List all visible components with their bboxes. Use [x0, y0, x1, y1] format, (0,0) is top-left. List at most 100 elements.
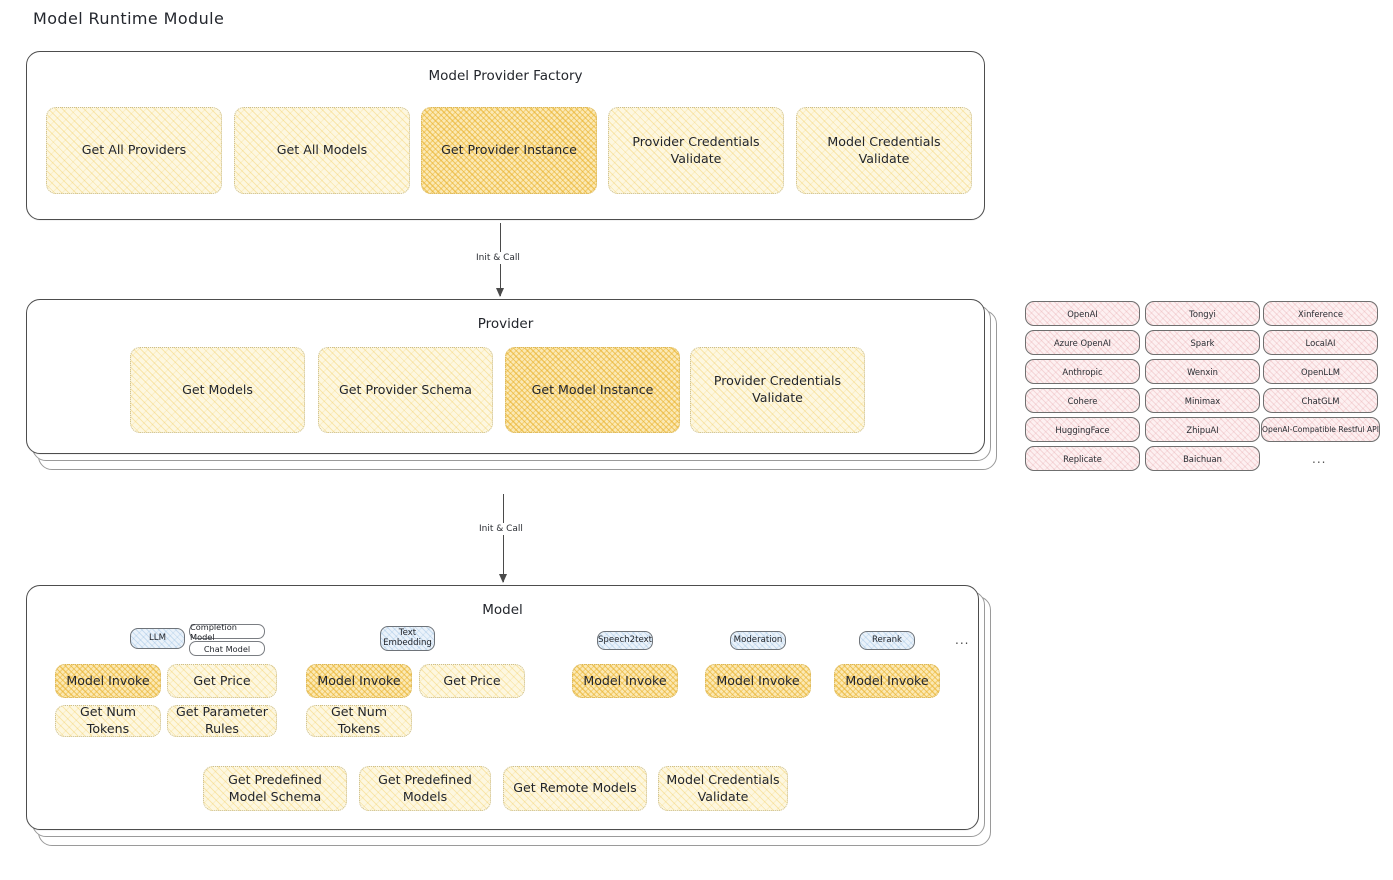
provider-chip-label: OpenAI-Compatible Restful API	[1262, 425, 1379, 434]
model-box-get-predefined-models[interactable]: Get Predefined Models	[359, 766, 491, 811]
model-box-llm-model-invoke[interactable]: Model Invoke	[55, 664, 161, 698]
provider-chip-label: Anthropic	[1062, 366, 1103, 377]
model-type-chip-speech2text[interactable]: Speech2text	[597, 631, 653, 650]
factory-title: Model Provider Factory	[428, 68, 583, 84]
provider-box-get-model-instance[interactable]: Get Model Instance	[505, 347, 680, 433]
model-type-chip-rerank[interactable]: Rerank	[859, 631, 915, 650]
model-box-label: Model Credentials Validate	[666, 771, 780, 804]
provider-chip-label: Wenxin	[1187, 366, 1218, 377]
model-box-label: Model Invoke	[845, 672, 929, 688]
provider-chip-label: Azure OpenAI	[1053, 337, 1112, 348]
model-title: Model	[482, 602, 523, 618]
provider-chip-label: ChatGLM	[1301, 395, 1340, 406]
model-box-label: Get Predefined Models	[378, 771, 472, 804]
model-box-llm-get-parameter-rules[interactable]: Get Parameter Rules	[167, 704, 277, 737]
provider-box-get-provider-schema[interactable]: Get Provider Schema	[318, 347, 493, 433]
provider-box-label: Get Model Instance	[531, 381, 654, 397]
model-type-chip-label: Speech2text	[597, 634, 653, 645]
model-subchip-chat-model[interactable]: Chat Model	[189, 641, 265, 656]
model-box-moderation-model-invoke[interactable]: Model Invoke	[705, 664, 811, 698]
provider-chip-ellipsis: ...	[1312, 452, 1327, 466]
model-box-label: Get Num Tokens	[79, 704, 137, 736]
provider-chip-huggingface[interactable]: HuggingFace	[1025, 417, 1140, 442]
provider-section: Provider Get Models Get Provider Schema …	[26, 299, 985, 454]
provider-chip-label: OpenAI	[1067, 308, 1098, 319]
provider-box-label: Get Models	[182, 381, 253, 397]
provider-chip-label: Minimax	[1184, 395, 1221, 406]
provider-chip-cohere[interactable]: Cohere	[1025, 388, 1140, 413]
model-type-chip-llm[interactable]: LLM	[130, 628, 185, 649]
factory-box-label: Provider Credentials Validate	[632, 133, 760, 166]
model-type-chip-label: LLM	[149, 632, 166, 643]
model-subchip-label: Completion Model	[190, 621, 237, 642]
model-type-chip-moderation[interactable]: Moderation	[730, 631, 786, 650]
arrow-head-icon	[499, 574, 507, 583]
arrow-label-init-call-1: Init & Call	[472, 252, 524, 264]
provider-box-label: Get Provider Schema	[339, 381, 472, 397]
model-subchip-label: Chat Model	[203, 643, 251, 654]
provider-box-get-models[interactable]: Get Models	[130, 347, 305, 433]
provider-box-label: Provider Credentials Validate	[713, 373, 842, 405]
model-box-label: Model Invoke	[317, 672, 401, 688]
provider-chip-azure-openai[interactable]: Azure OpenAI	[1025, 330, 1140, 355]
provider-chip-anthropic[interactable]: Anthropic	[1025, 359, 1140, 384]
model-box-label: Model Invoke	[66, 672, 150, 688]
provider-chip-xinference[interactable]: Xinference	[1263, 301, 1378, 326]
model-box-text-embedding-model-invoke[interactable]: Model Invoke	[306, 664, 412, 698]
model-subchip-completion-model[interactable]: Completion Model	[189, 621, 265, 642]
model-box-get-predefined-model-schema[interactable]: Get Predefined Model Schema	[203, 766, 347, 811]
model-box-text-embedding-get-num-tokens[interactable]: Get Num Tokens	[306, 704, 412, 737]
provider-chip-label: Replicate	[1063, 453, 1102, 464]
arrow-head-icon	[496, 288, 504, 297]
provider-chip-label: HuggingFace	[1055, 424, 1110, 435]
provider-chip-wenxin[interactable]: Wenxin	[1145, 359, 1260, 384]
model-box-label: Get Num Tokens	[330, 704, 388, 736]
factory-box-get-all-providers[interactable]: Get All Providers	[46, 107, 222, 194]
provider-chip-openllm[interactable]: OpenLLM	[1263, 359, 1378, 384]
provider-chip-tongyi[interactable]: Tongyi	[1145, 301, 1260, 326]
model-box-rerank-model-invoke[interactable]: Model Invoke	[834, 664, 940, 698]
provider-title: Provider	[477, 316, 534, 332]
factory-box-label: Get All Models	[276, 142, 368, 158]
provider-chip-replicate[interactable]: Replicate	[1025, 446, 1140, 471]
model-box-label: Get Remote Models	[513, 780, 637, 796]
provider-chip-zhipuai[interactable]: ZhipuAI	[1145, 417, 1260, 442]
model-box-label: Get Predefined Model Schema	[228, 771, 322, 804]
page-title: Model Runtime Module	[33, 9, 225, 28]
factory-box-model-credentials-validate[interactable]: Model Credentials Validate	[796, 107, 972, 194]
provider-chip-label: Tongyi	[1189, 308, 1216, 319]
arrow-label-init-call-2: Init & Call	[475, 523, 527, 535]
model-box-llm-get-price[interactable]: Get Price	[167, 664, 277, 698]
provider-chip-localai[interactable]: LocalAI	[1263, 330, 1378, 355]
provider-chip-openai-compatible-restful-api[interactable]: OpenAI-Compatible Restful API	[1261, 417, 1380, 442]
provider-chip-label: Spark	[1190, 337, 1215, 348]
provider-chip-baichuan[interactable]: Baichuan	[1145, 446, 1260, 471]
model-type-chip-label: Text Embedding	[383, 627, 432, 648]
model-box-label: Get Parameter Rules	[176, 704, 268, 736]
provider-chip-label: Cohere	[1067, 395, 1098, 406]
model-box-text-embedding-get-price[interactable]: Get Price	[419, 664, 525, 698]
model-box-llm-get-num-tokens[interactable]: Get Num Tokens	[55, 704, 161, 737]
model-section: Model LLM Completion Model Chat Model Mo…	[26, 585, 979, 830]
model-box-model-credentials-validate[interactable]: Model Credentials Validate	[658, 766, 788, 811]
factory-box-provider-credentials-validate[interactable]: Provider Credentials Validate	[608, 107, 784, 194]
provider-chip-minimax[interactable]: Minimax	[1145, 388, 1260, 413]
model-box-label: Model Invoke	[583, 672, 667, 688]
model-provider-factory-section: Model Provider Factory Get All Providers…	[26, 51, 985, 220]
provider-chip-chatglm[interactable]: ChatGLM	[1263, 388, 1378, 413]
provider-box-provider-credentials-validate[interactable]: Provider Credentials Validate	[690, 347, 865, 433]
provider-chip-label: Xinference	[1298, 308, 1343, 319]
model-box-speech2text-model-invoke[interactable]: Model Invoke	[572, 664, 678, 698]
factory-box-get-all-models[interactable]: Get All Models	[234, 107, 410, 194]
factory-box-get-provider-instance[interactable]: Get Provider Instance	[421, 107, 597, 194]
model-type-ellipsis: ...	[955, 633, 970, 647]
provider-chip-spark[interactable]: Spark	[1145, 330, 1260, 355]
factory-box-label: Get Provider Instance	[441, 142, 577, 158]
factory-box-label: Get All Providers	[81, 142, 187, 158]
model-box-get-remote-models[interactable]: Get Remote Models	[503, 766, 647, 811]
model-type-chip-label: Moderation	[733, 634, 783, 645]
model-type-chip-text-embedding[interactable]: Text Embedding	[380, 626, 435, 651]
model-box-label: Model Invoke	[716, 672, 800, 688]
provider-chip-openai[interactable]: OpenAI	[1025, 301, 1140, 326]
